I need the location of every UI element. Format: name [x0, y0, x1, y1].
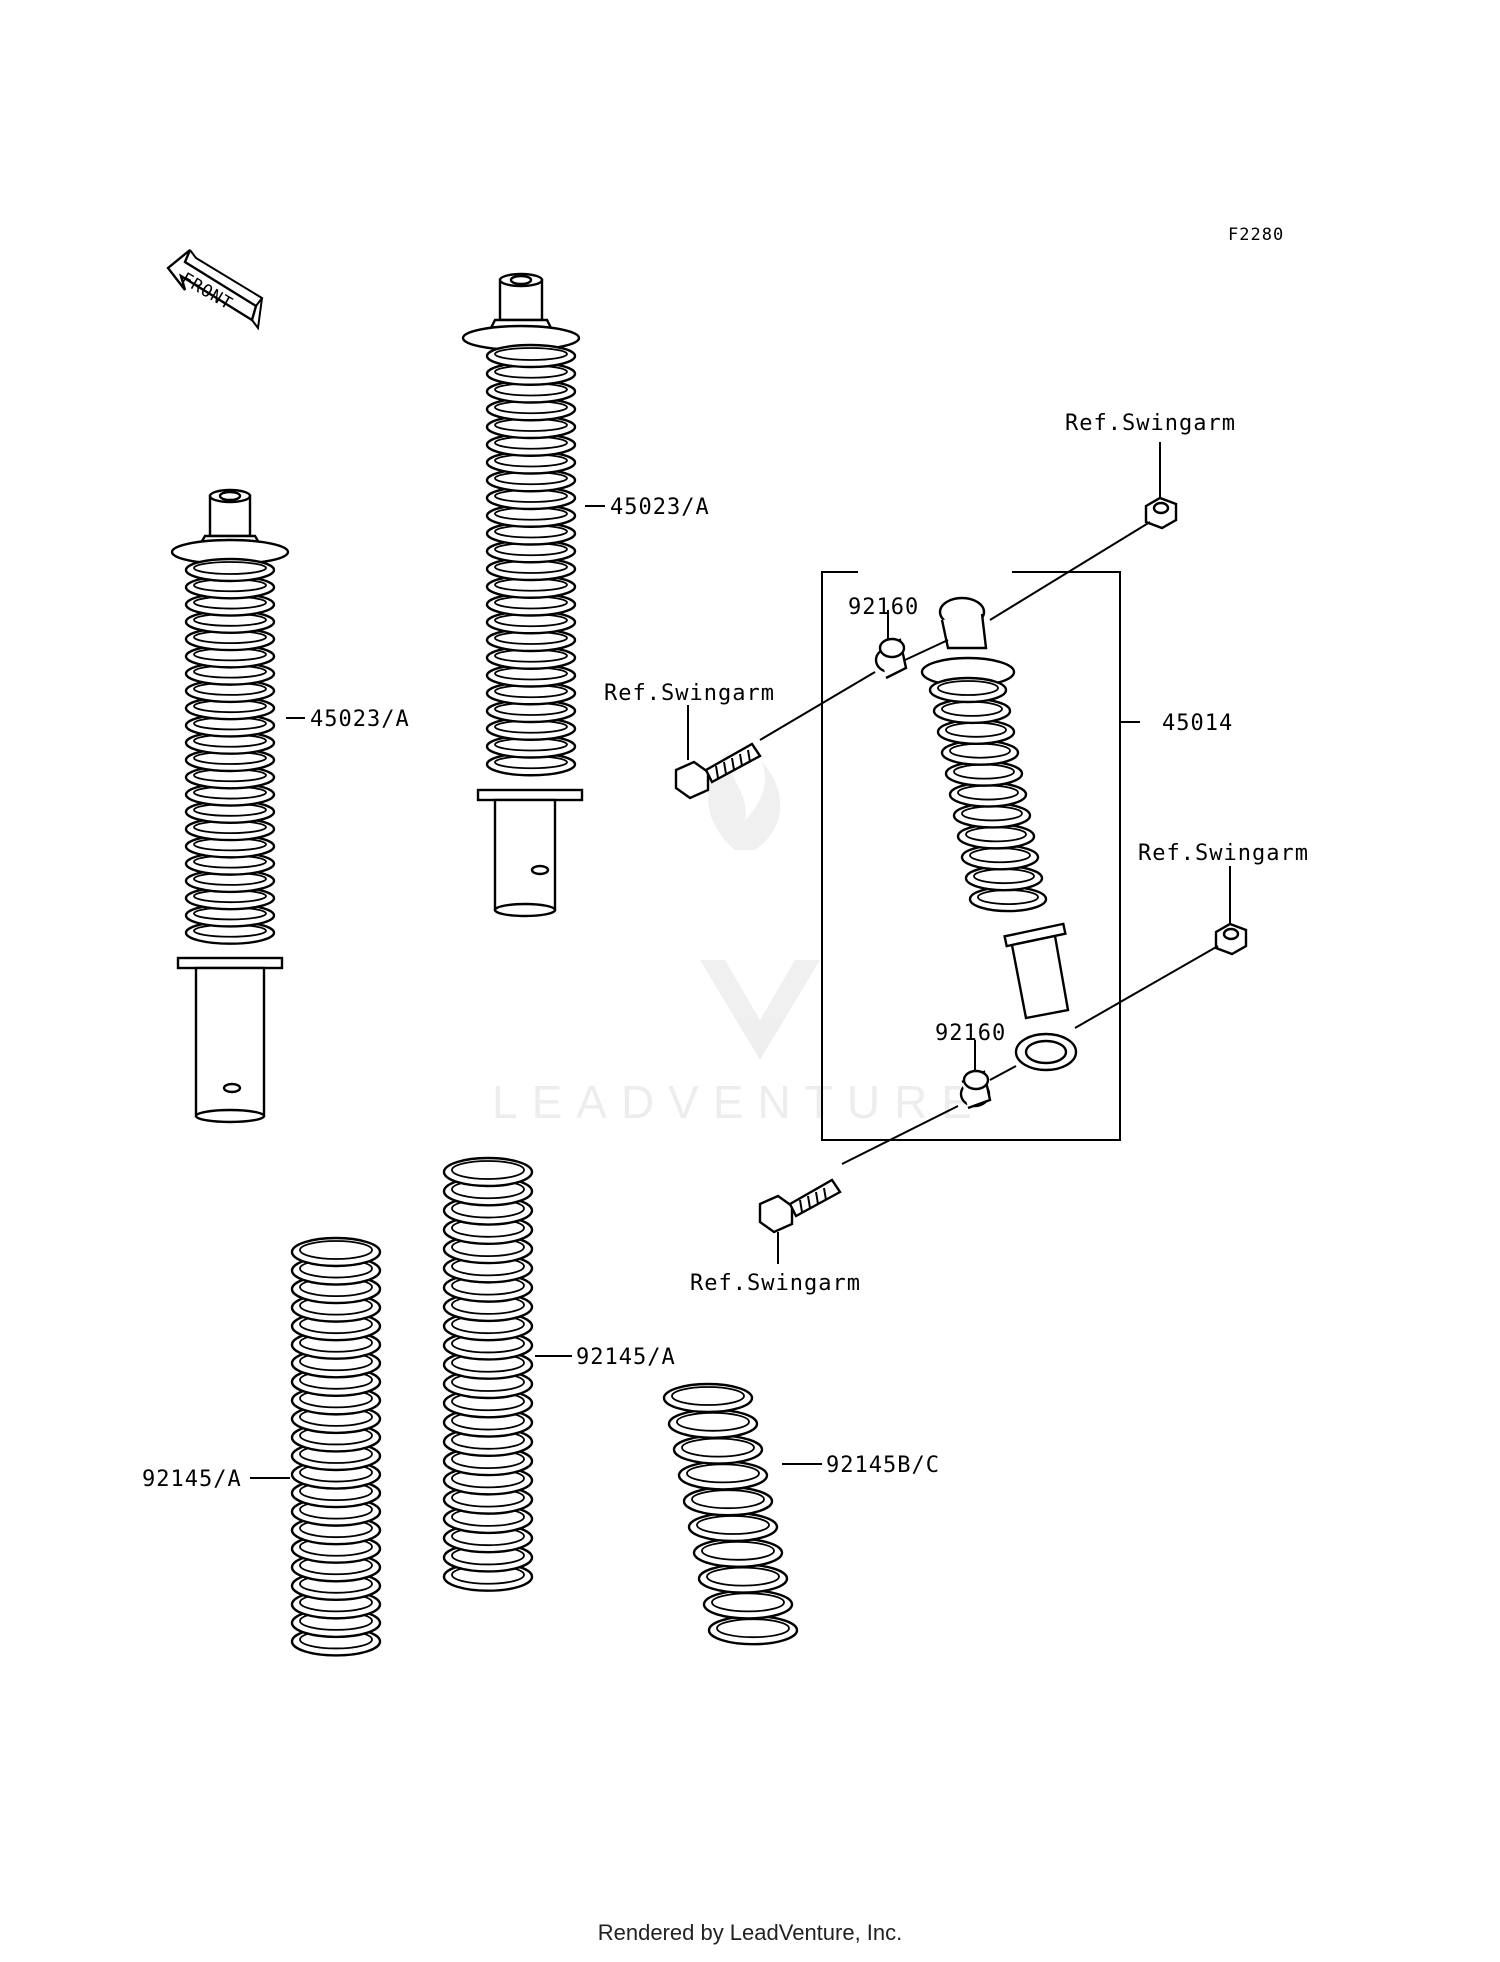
shock-absorber-45014: [920, 596, 1078, 1072]
front-arrow-icon: FRONT: [166, 249, 264, 331]
label-92160-bottom: 92160: [935, 1021, 1006, 1046]
nut-top-right: [1144, 496, 1178, 530]
label-ref-swingarm-top-right: Ref.Swingarm: [1065, 411, 1236, 436]
shock-45014-coil-inner: [953, 763, 1015, 780]
bolt-lower: [758, 1178, 842, 1234]
shock-45014-coil-inner: [937, 680, 999, 696]
nut-mid-right: [1214, 922, 1248, 956]
label-45014: 45014: [1162, 711, 1233, 736]
watermark-logo: LEADVENTURE: [492, 750, 986, 1128]
label-92145a-right: 92145/A: [576, 1345, 676, 1370]
watermark-text: LEADVENTURE: [492, 1076, 986, 1128]
spring-92145a-left: [290, 1236, 382, 1657]
shock-45014-coil-inner: [949, 742, 1011, 759]
spring-bc-coil-inner: [691, 1489, 765, 1510]
shock-45014-coil-inner: [969, 847, 1031, 864]
label-ref-swingarm-mid-right: Ref.Swingarm: [1138, 841, 1309, 866]
spring-92145bc: [662, 1382, 799, 1646]
spring-bc-coil-inner: [676, 1411, 750, 1432]
shock-45014-coil-inner: [961, 805, 1023, 822]
shock-45014-coil-inner: [977, 889, 1039, 905]
label-ref-swingarm-top-left: Ref.Swingarm: [604, 681, 775, 706]
bushing-top: [874, 637, 908, 680]
shock-top-coil-inner: [494, 347, 568, 361]
spring-92145a-right: [442, 1156, 534, 1592]
shock-left-coil-inner: [193, 561, 267, 575]
shock-45014-coil-inner: [973, 868, 1035, 885]
spring-bc-coil-inner: [681, 1437, 755, 1458]
label-45023a-top: 45023/A: [610, 495, 710, 520]
spring-mid-coil-inner: [451, 1160, 525, 1180]
diagram-code: F2280: [1228, 225, 1284, 245]
label-92160-top: 92160: [848, 595, 919, 620]
label-ref-swingarm-bottom: Ref.Swingarm: [690, 1271, 861, 1296]
footer-credit: Rendered by LeadVenture, Inc.: [597, 1920, 903, 1945]
assembly-bracket: [821, 571, 1121, 1141]
shock-45014-coil-inner: [941, 701, 1003, 717]
shock-45014-coil-inner: [945, 721, 1007, 738]
shock-absorber-left: [170, 488, 290, 1124]
label-45023a-left: 45023/A: [310, 707, 410, 732]
label-92145bc: 92145B/C: [826, 1453, 940, 1478]
spring-bc-coil-inner: [686, 1463, 760, 1484]
bolt-upper: [674, 742, 762, 800]
shock-45014-coil-inner: [957, 784, 1019, 801]
bushing-bottom: [959, 1069, 992, 1110]
spring-bc-coil-inner: [701, 1540, 775, 1561]
label-92145a-left: 92145/A: [142, 1467, 242, 1492]
spring-bc-coil-inner: [706, 1566, 780, 1587]
spring-bc-coil-inner: [716, 1618, 790, 1639]
spring-bc-coil-inner: [671, 1386, 745, 1406]
spring-bc-coil-inner: [711, 1592, 785, 1613]
shock-45014-coil-inner: [965, 826, 1027, 843]
spring-left-coil-inner: [299, 1240, 373, 1260]
shock-absorber-top: [461, 272, 584, 918]
spring-bc-coil-inner: [696, 1515, 770, 1535]
